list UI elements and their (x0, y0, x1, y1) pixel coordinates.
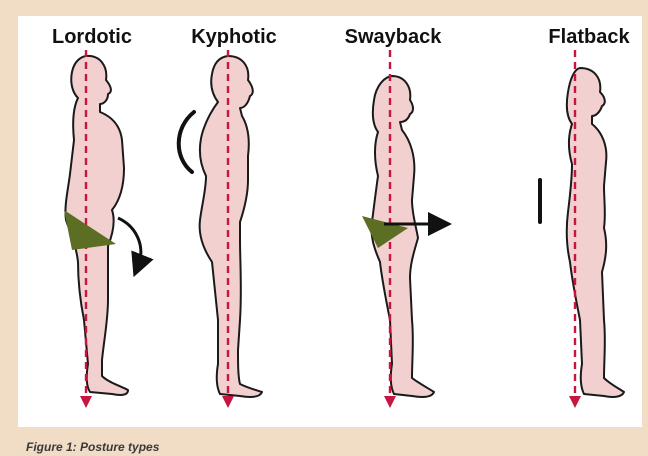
lordotic-tilt-arrow (118, 218, 141, 266)
swayback-figure (362, 50, 440, 408)
flatback-figure (540, 50, 624, 408)
kyphotic-body-silhouette (200, 56, 262, 397)
kyphotic-figure (179, 50, 262, 408)
kyphotic-plumb-arrow (222, 396, 234, 408)
lordotic-figure (64, 50, 141, 408)
lordotic-plumb-arrow (80, 396, 92, 408)
swayback-plumb-arrow (384, 396, 396, 408)
flatback-plumb-arrow (569, 396, 581, 408)
figure-caption: Figure 1: Posture types (26, 440, 159, 454)
kyphotic-curve-indicator (179, 112, 194, 172)
